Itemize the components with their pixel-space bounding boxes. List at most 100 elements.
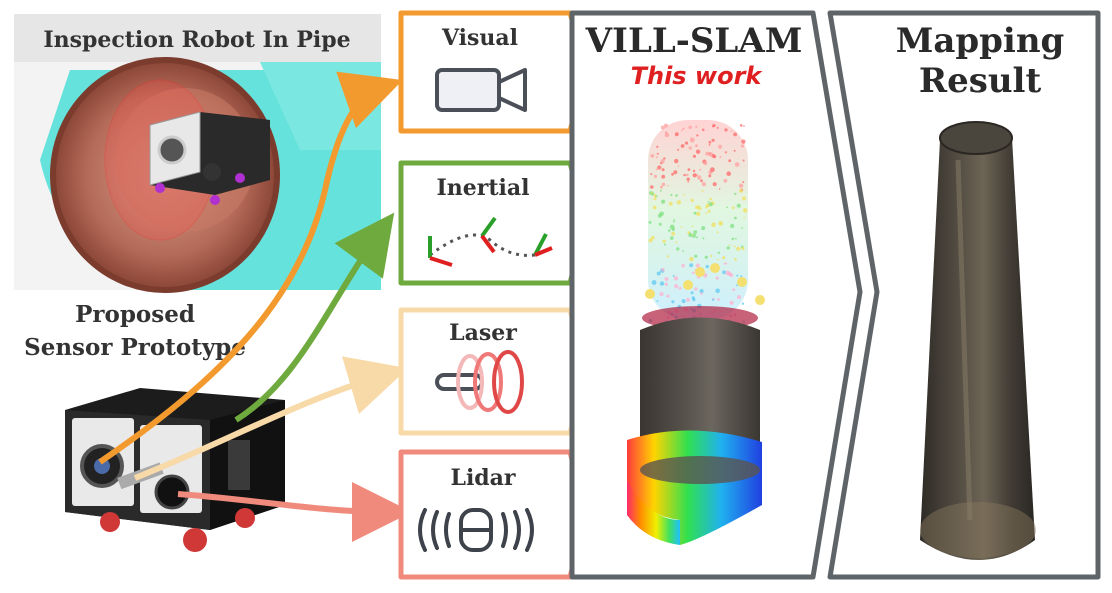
point-cloud-dot <box>731 206 735 210</box>
point-cloud-dot <box>687 168 691 172</box>
point-cloud-dot <box>694 287 698 291</box>
point-cloud-dot <box>716 126 719 129</box>
point-cloud-dot <box>665 131 668 134</box>
point-cloud-dot <box>723 178 728 183</box>
sensor-label-lidar: Lidar <box>450 465 515 491</box>
point-cloud-dot <box>661 268 665 272</box>
point-cloud-dot <box>737 295 741 300</box>
point-cloud-dot <box>691 296 695 300</box>
point-cloud-dot <box>734 192 737 196</box>
point-cloud-dot <box>710 167 715 173</box>
vill-slam-panel: VILL-SLAM This work <box>569 10 863 580</box>
point-cloud-dot <box>723 262 727 265</box>
point-cloud-dot <box>653 197 657 201</box>
point-cloud-dot <box>659 291 664 297</box>
method-subtitle: This work <box>631 62 764 90</box>
point-cloud-dot <box>682 194 685 196</box>
point-cloud-dot <box>688 125 692 129</box>
point-cloud-dot <box>672 220 675 223</box>
point-cloud-dot <box>653 174 658 178</box>
point-cloud-dot <box>660 125 665 130</box>
point-cloud-dot <box>691 234 694 236</box>
point-cloud-dot <box>671 172 674 176</box>
point-cloud-dot <box>736 246 741 251</box>
point-cloud-dot <box>699 168 702 171</box>
point-cloud-dot <box>710 254 713 258</box>
point-cloud-dot <box>650 235 655 240</box>
point-cloud-dot <box>661 168 665 172</box>
point-cloud-dot <box>694 254 698 258</box>
point-cloud-dot <box>650 192 653 194</box>
point-cloud-dot <box>661 174 666 179</box>
prototype-label-line2: Sensor Prototype <box>24 334 246 361</box>
point-cloud-dot <box>661 182 666 187</box>
point-cloud-dot <box>740 275 743 278</box>
point-cloud-dot <box>715 276 719 280</box>
point-cloud-dot <box>732 288 736 292</box>
point-cloud-dot <box>659 189 662 192</box>
point-cloud-dot <box>681 264 685 268</box>
point-cloud-dot <box>701 182 707 187</box>
point-cloud-dot <box>678 286 682 290</box>
sensor-label-inertial: Inertial <box>436 175 529 201</box>
point-cloud-dot <box>733 132 737 137</box>
point-cloud-dot <box>701 128 705 132</box>
point-cloud-dot <box>731 237 735 241</box>
point-cloud-dot <box>682 127 685 130</box>
sensor-label-visual: Visual <box>441 25 518 51</box>
imu-axes-icon <box>428 216 553 267</box>
point-cloud-dot <box>701 190 704 193</box>
point-cloud-dot <box>660 159 665 164</box>
point-cloud-dot <box>712 298 715 301</box>
point-cloud-dot <box>736 284 738 287</box>
point-cloud-dot <box>729 300 734 305</box>
point-cloud-dot <box>690 291 694 295</box>
laser-rings-icon <box>435 350 524 414</box>
point-cloud-dot <box>718 144 723 149</box>
point-cloud-dot <box>695 263 700 268</box>
sensor-box-inertial: Inertial <box>398 160 589 286</box>
point-cloud-dot <box>755 295 765 305</box>
point-cloud-dot <box>724 128 728 132</box>
point-cloud-dot <box>739 189 743 193</box>
point-cloud-dot <box>697 175 702 180</box>
mapping-result-panel: Mapping Result <box>827 10 1101 580</box>
point-cloud-dot <box>682 250 684 253</box>
point-cloud-dot <box>663 243 666 246</box>
point-cloud-dot <box>695 205 699 209</box>
point-cloud-dot <box>692 173 697 178</box>
point-cloud-dot <box>741 302 745 305</box>
point-cloud-dot <box>683 280 693 290</box>
point-cloud-dot <box>674 132 679 137</box>
point-cloud-dot <box>691 225 694 228</box>
point-cloud-dot <box>673 218 676 221</box>
point-cloud-dot <box>668 201 673 206</box>
point-cloud-dot <box>699 289 704 294</box>
point-cloud-dot <box>700 292 703 295</box>
point-cloud-dot <box>708 202 713 207</box>
point-cloud-dot <box>734 237 737 240</box>
point-cloud-dot <box>728 159 732 163</box>
point-cloud-dot <box>667 185 669 187</box>
point-cloud-dot <box>692 154 697 158</box>
arrow-visual <box>98 71 403 465</box>
point-cloud-dot <box>743 125 745 127</box>
point-cloud-dot <box>696 236 699 239</box>
robot-in-pipe-panel: Inspection Robot In Pipe <box>14 14 381 293</box>
point-cloud-dot <box>669 224 675 230</box>
point-cloud-dot <box>675 194 678 197</box>
point-cloud-dot <box>718 188 721 190</box>
point-cloud-dot <box>726 246 730 250</box>
point-cloud-dot <box>659 281 665 286</box>
point-cloud-dot <box>717 298 720 301</box>
point-cloud-dot <box>667 229 671 232</box>
point-cloud-dot <box>734 258 737 261</box>
camera-icon <box>435 68 527 112</box>
point-cloud-dot <box>674 284 679 289</box>
point-cloud-dot <box>700 179 703 183</box>
point-cloud-dot <box>708 152 711 155</box>
point-cloud-dot <box>695 125 698 128</box>
point-cloud-dot <box>696 211 701 216</box>
sensor-label-laser: Laser <box>449 320 517 346</box>
point-cloud-dot <box>681 299 686 304</box>
